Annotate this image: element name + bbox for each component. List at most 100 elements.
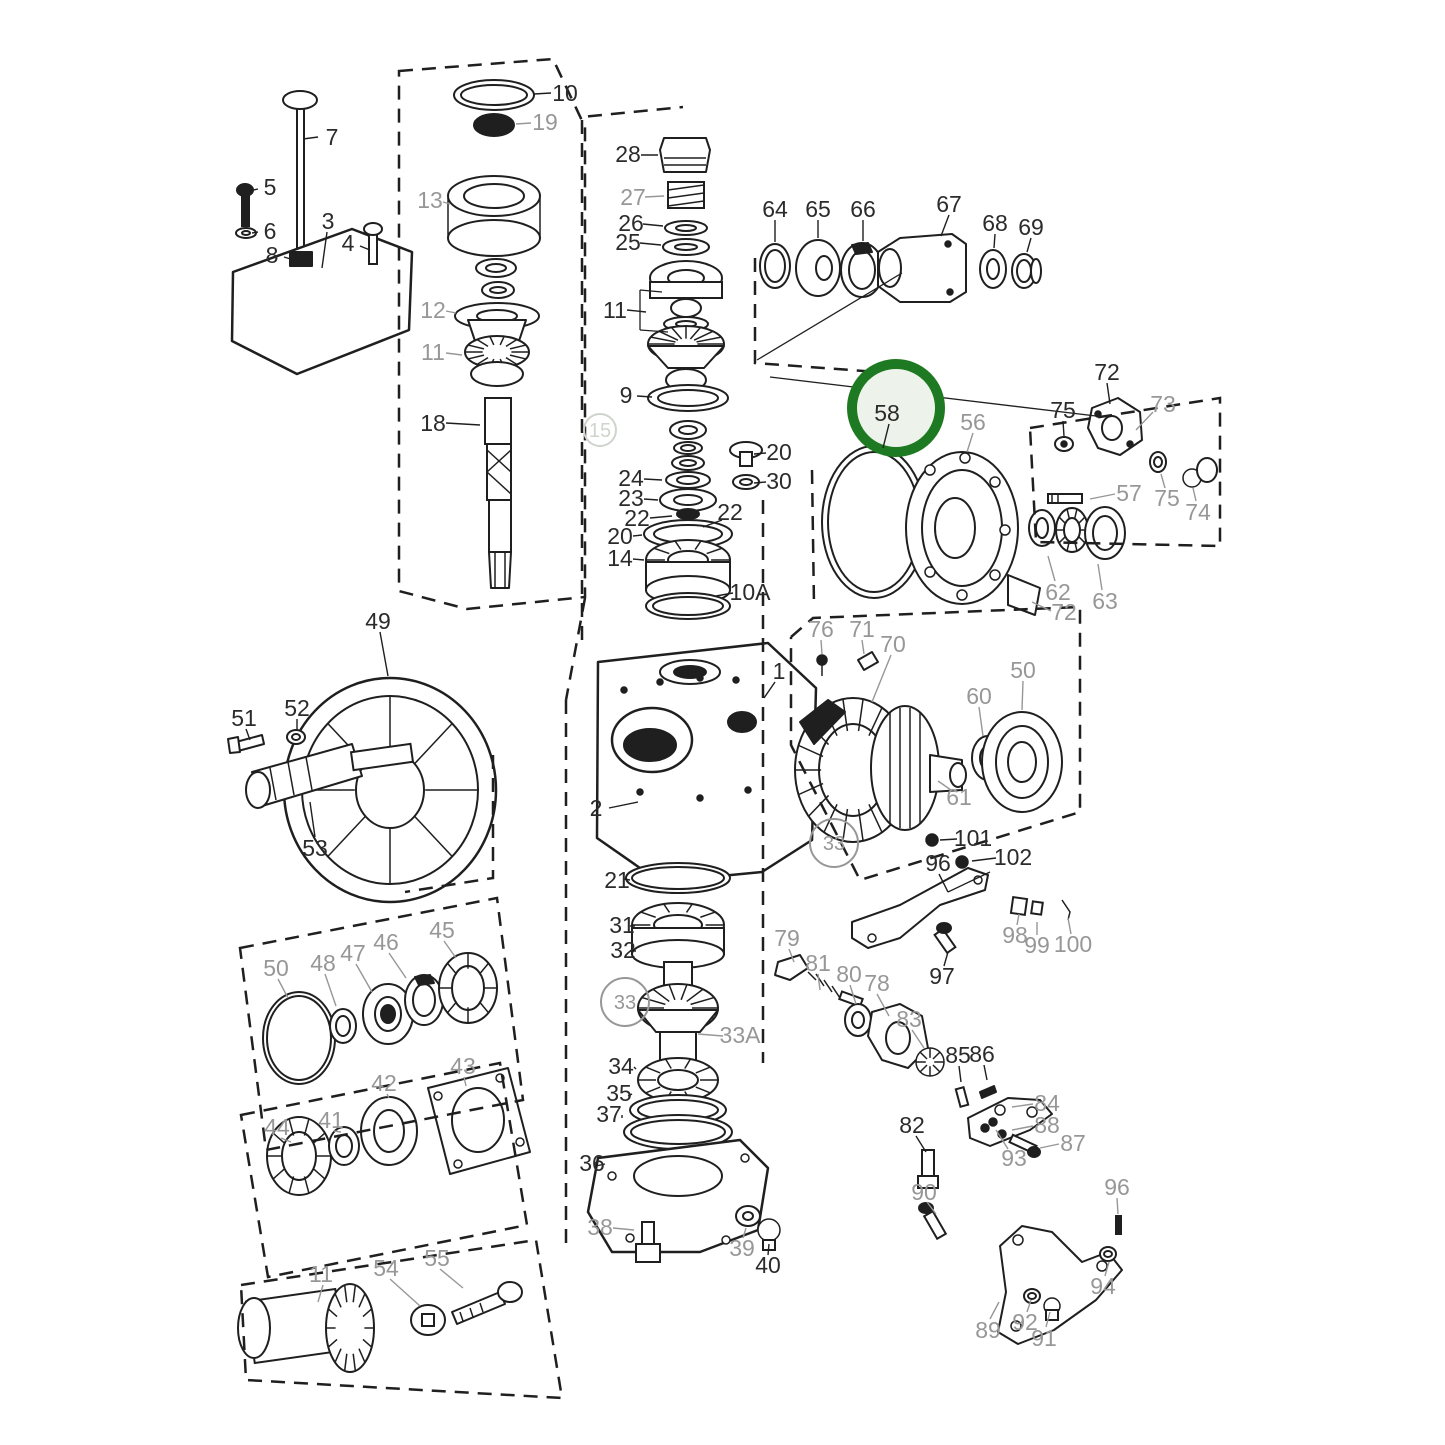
part-number-label: 30	[766, 468, 792, 494]
part-spoke	[842, 808, 849, 842]
label-leader	[612, 1227, 635, 1231]
part-shape	[241, 195, 250, 227]
label-leader	[245, 728, 251, 741]
part-line	[831, 985, 841, 999]
part-number-label: 78	[864, 970, 890, 996]
part-shape	[414, 974, 435, 986]
part-shape	[1009, 895, 1029, 917]
part-spoke	[343, 1285, 348, 1303]
part-shape	[764, 249, 786, 283]
part-dot	[959, 452, 971, 464]
part-number-label: 50	[263, 955, 289, 981]
label-leader	[309, 801, 316, 838]
part-number-label: 96	[1104, 1174, 1130, 1200]
part-dot	[453, 1159, 463, 1169]
group-box-dashed	[580, 105, 684, 640]
part-spoke	[489, 336, 495, 346]
part-shape	[674, 243, 698, 251]
part-spoke	[695, 1086, 711, 1094]
part-shape	[838, 990, 864, 1008]
part-number-label: 21	[604, 867, 630, 893]
part-number-label: 3	[322, 208, 335, 234]
label-leader	[1192, 487, 1197, 502]
part-number-label: 11	[309, 1261, 333, 1287]
part-number-label: 57	[1116, 480, 1142, 506]
part-spoke	[686, 988, 704, 1003]
part-spoke	[352, 1285, 357, 1303]
part-number-label: 66	[850, 196, 876, 222]
part-shape	[282, 90, 318, 110]
part-spoke	[327, 1338, 338, 1348]
part-spoke	[919, 1051, 928, 1060]
part-dot	[989, 569, 1001, 581]
part-spoke	[798, 782, 824, 796]
part-spoke	[868, 707, 883, 737]
label-leader	[608, 801, 639, 809]
part-dot	[696, 674, 704, 682]
part-number-label: 65	[805, 196, 831, 222]
part-spoke	[1077, 535, 1086, 544]
part-dot	[980, 1123, 990, 1133]
circled-ref	[809, 818, 859, 868]
part-spoke	[857, 698, 864, 732]
label-leader	[995, 1129, 1009, 1150]
part-shape	[485, 263, 507, 273]
part-spoke	[478, 962, 490, 975]
part-number-label: 72	[1094, 359, 1120, 385]
label-leader	[753, 481, 767, 484]
part-shape	[296, 107, 305, 257]
part-shape	[380, 1004, 396, 1024]
part-spoke	[640, 911, 656, 918]
part-number-label: 75	[1154, 485, 1180, 511]
label-leader	[939, 838, 958, 841]
part-spoke	[505, 356, 518, 366]
label-leader	[302, 136, 319, 140]
part-number-label: 53	[302, 835, 328, 861]
part-number-label: 19	[532, 109, 558, 135]
part-shape	[489, 286, 507, 294]
part-shape	[917, 1175, 939, 1189]
part-shape	[245, 771, 271, 809]
part-spoke	[680, 984, 688, 1001]
part-number-label: 84	[1034, 1090, 1060, 1116]
part-number-label: 85	[945, 1042, 971, 1068]
part-number-label: 42	[371, 1070, 397, 1096]
label-leader	[788, 948, 795, 963]
label-leader	[1011, 1125, 1034, 1131]
part-shape	[774, 954, 809, 981]
part-spoke	[509, 354, 527, 360]
label-leader	[386, 1093, 390, 1099]
part-spoke	[467, 344, 485, 350]
part-spoke	[499, 336, 505, 346]
part-shape	[1007, 574, 1041, 616]
label-leader	[636, 395, 653, 398]
part-number-label: 92	[1012, 1309, 1038, 1335]
part-spoke	[689, 326, 702, 340]
part-number-label: 6	[264, 218, 277, 244]
part-number-label: 73	[1150, 391, 1176, 417]
part-spoke	[352, 1353, 357, 1371]
part-shape	[1047, 493, 1083, 504]
part-number-label: 52	[284, 695, 310, 721]
part-number-label: 68	[982, 210, 1008, 236]
label-leader	[1106, 382, 1111, 405]
part-number-label: 50	[1010, 657, 1036, 683]
part-number-label: 76	[808, 616, 834, 642]
part-dot	[1026, 1106, 1038, 1118]
part-number-label: 7	[326, 124, 339, 150]
part-number-label: 33A	[720, 1022, 762, 1048]
label-leader	[1047, 555, 1056, 582]
part-shape	[657, 389, 719, 407]
part-number-label: 20	[607, 523, 633, 549]
part-number-label: 43	[450, 1053, 476, 1079]
part-spoke	[343, 1353, 348, 1371]
label-leader	[445, 352, 463, 356]
part-number-label: 96	[925, 850, 951, 876]
label-leader	[1097, 563, 1103, 591]
part-shape	[451, 1291, 506, 1325]
part-dot	[924, 464, 936, 476]
part-shape	[623, 728, 677, 762]
label-leader	[989, 1301, 1000, 1320]
label-leader	[445, 310, 457, 314]
part-number-label: 102	[994, 844, 1032, 870]
